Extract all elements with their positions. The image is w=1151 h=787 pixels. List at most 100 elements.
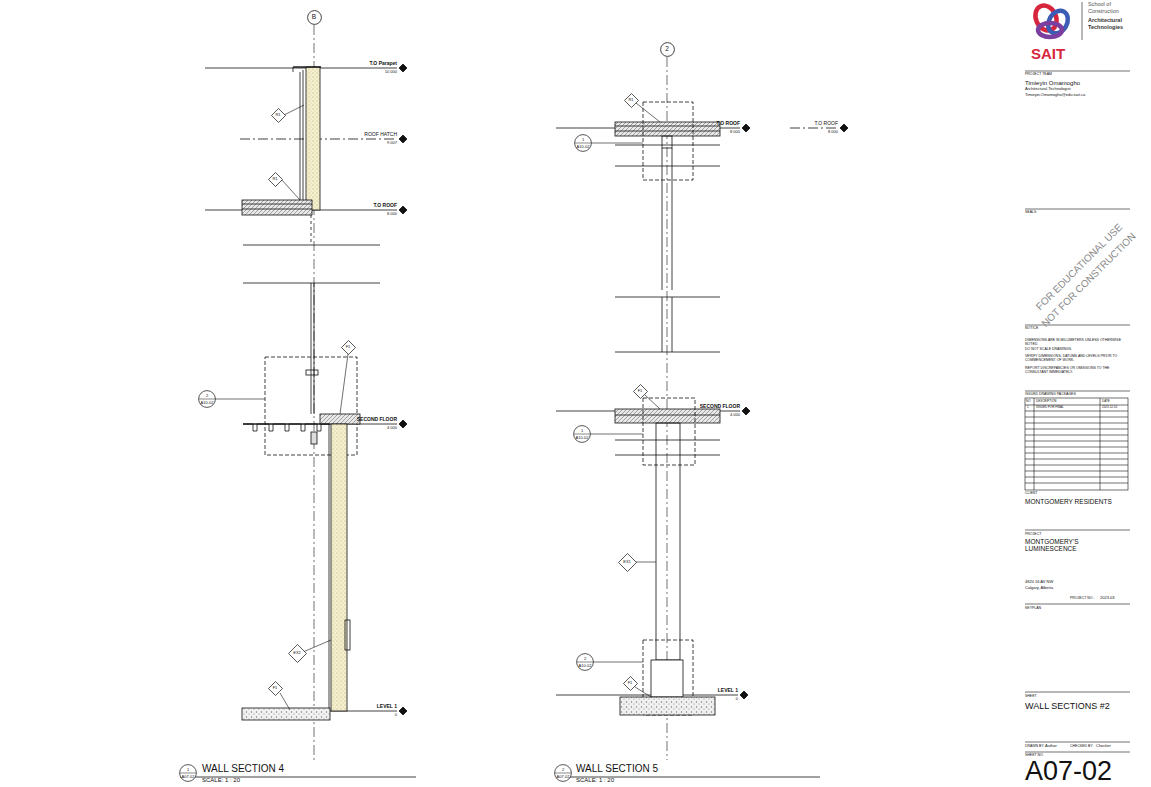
assembly-tag: F1 <box>341 340 356 355</box>
circle-outline <box>574 426 591 443</box>
title-block-text: A07-02 <box>1025 757 1112 785</box>
level-name: T.O ROOF <box>814 121 838 126</box>
callout-number: R1 <box>268 177 283 181</box>
circle-outline <box>575 135 592 152</box>
level-name: LEVEL 1 <box>718 688 738 693</box>
view-scale: SCALE: 1 : 20 <box>202 777 240 783</box>
general-note: DIMENSIONS ARE IN MILLIMETERS UNLESS OTH… <box>1025 339 1125 346</box>
section-callout: 2A10-02 <box>198 390 216 408</box>
tag-outline <box>554 764 572 782</box>
title-block-text: KEYPLAN <box>1025 607 1041 611</box>
callout-number: F1 <box>623 681 638 685</box>
callout-number: R1 <box>271 113 286 117</box>
sheet-reference: A10-02 <box>573 436 591 440</box>
assembly-tag: F1 <box>623 676 638 691</box>
callout-number: 1 <box>574 138 592 142</box>
title-block-text: DESCRIPTION <box>1036 400 1057 403</box>
title-block-text: School of <box>1088 2 1111 8</box>
diamond-outline <box>618 553 636 571</box>
title-block-text: SEALS <box>1025 211 1036 215</box>
circle-outline <box>180 765 197 782</box>
grid-bubble: 2 <box>660 42 675 57</box>
tag-outline <box>198 390 216 408</box>
divider-line <box>577 662 593 663</box>
title-block-text: Timieyin.Omamogho@edu.sait.ca <box>1025 93 1085 97</box>
level-name: T.O ROOF <box>716 121 740 126</box>
title-block-text: Technologies <box>1088 25 1123 31</box>
grid-bubble: B <box>307 10 322 25</box>
level-elevation: 0 <box>736 697 738 701</box>
view-title: WALL SECTION 5 <box>576 764 658 775</box>
callout-number: 1 <box>179 768 197 772</box>
general-note: REPORT DISCREPANCIES OR OMISSIONS TO THE… <box>1025 367 1125 374</box>
title-block-text: NOTICE <box>1025 327 1038 331</box>
section-callout: 1A10-02 <box>573 425 591 443</box>
watermark: FOR EDUCATIONAL USE <box>1035 222 1125 312</box>
title-block-text: Timieyin Omamogho <box>1025 80 1080 86</box>
callout-number: 2 <box>554 768 572 772</box>
title-block-text: NO <box>1026 400 1031 403</box>
sheet-reference: A07-02 <box>179 775 197 779</box>
title-block-text: 2023-12-01 <box>1102 406 1117 409</box>
callout-number: EX2 <box>288 651 307 655</box>
circle-outline <box>199 391 216 408</box>
diamond-outline <box>624 93 638 107</box>
divider-line <box>555 773 571 774</box>
title-block-text: PROJECT <box>1025 533 1041 537</box>
title-block-text: Checker <box>1096 744 1111 748</box>
title-block-text: 1 <box>1027 406 1029 409</box>
tag-outline <box>574 134 592 152</box>
callout-number: 2 <box>576 657 594 661</box>
divider-line <box>199 399 215 400</box>
assembly-tag: EX2 <box>288 644 307 663</box>
level-name: SECOND FLOOR <box>357 417 397 422</box>
level-elevation: 8 000 <box>730 130 740 134</box>
diamond-outline <box>268 681 282 695</box>
title-block-text: PROJECT NO.: <box>1070 597 1094 601</box>
sheet-reference: A10-02 <box>576 664 594 668</box>
sheet-reference: A07-02 <box>554 775 572 779</box>
assembly-tag: EX1 <box>618 553 637 572</box>
callout-number: R1 <box>624 98 639 102</box>
level-elevation: 0 <box>395 713 397 717</box>
title-block-text: LUMINESCENCE <box>1025 546 1077 553</box>
tag-outline <box>179 764 197 782</box>
view-scale: SCALE: 1 : 20 <box>576 777 614 783</box>
title-block-text: CLIENT <box>1025 492 1037 496</box>
sheet-reference: A10-02 <box>574 145 592 149</box>
title-block-text: SHEET <box>1025 695 1037 699</box>
title-callout: 2A07-02 <box>554 764 572 782</box>
assembly-tag: F1 <box>268 681 283 696</box>
watermark: NOT FOR CONSTRUCTION <box>1040 231 1138 329</box>
circle-outline <box>577 654 594 671</box>
tag-outline <box>573 425 591 443</box>
title-block-text: Architectural <box>1088 18 1122 24</box>
diamond-outline <box>288 644 306 662</box>
title-block-text: MONTGOMERY RESIDENTS <box>1025 499 1112 506</box>
title-callout: 1A07-02 <box>179 764 197 782</box>
assembly-tag: R1 <box>268 172 283 187</box>
title-block-text: 4820 16 AV NW <box>1025 580 1053 584</box>
diamond-outline <box>271 108 285 122</box>
title-block-text: WALL SECTIONS #2 <box>1025 702 1110 711</box>
callout-number: 2 <box>198 394 216 398</box>
circle-outline <box>307 10 321 24</box>
general-note: DO NOT SCALE DRAWINGS. <box>1025 348 1125 352</box>
level-elevation: 10 000 <box>385 70 397 74</box>
title-block-text: 2023.03 <box>1100 596 1114 600</box>
level-name: LEVEL 1 <box>377 704 397 709</box>
title-block-text: Calgary, Alberta <box>1025 586 1053 590</box>
level-name: T.O Parapet <box>369 61 397 66</box>
callout-number: 2 <box>660 46 675 53</box>
level-name: SECOND FLOOR <box>700 404 740 409</box>
level-name: T.O ROOF <box>373 203 397 208</box>
assembly-tag: R1 <box>271 108 286 123</box>
title-block-text: ISSUED DRAWING PACKAGES <box>1025 393 1076 397</box>
title-block-text: PROJECT TEAM <box>1025 73 1052 77</box>
view-title: WALL SECTION 4 <box>202 764 284 775</box>
section-callout: 2A10-02 <box>576 653 594 671</box>
level-elevation: 4 000 <box>387 426 397 430</box>
section-callout: 1A10-02 <box>574 134 592 152</box>
diamond-outline <box>341 340 355 354</box>
